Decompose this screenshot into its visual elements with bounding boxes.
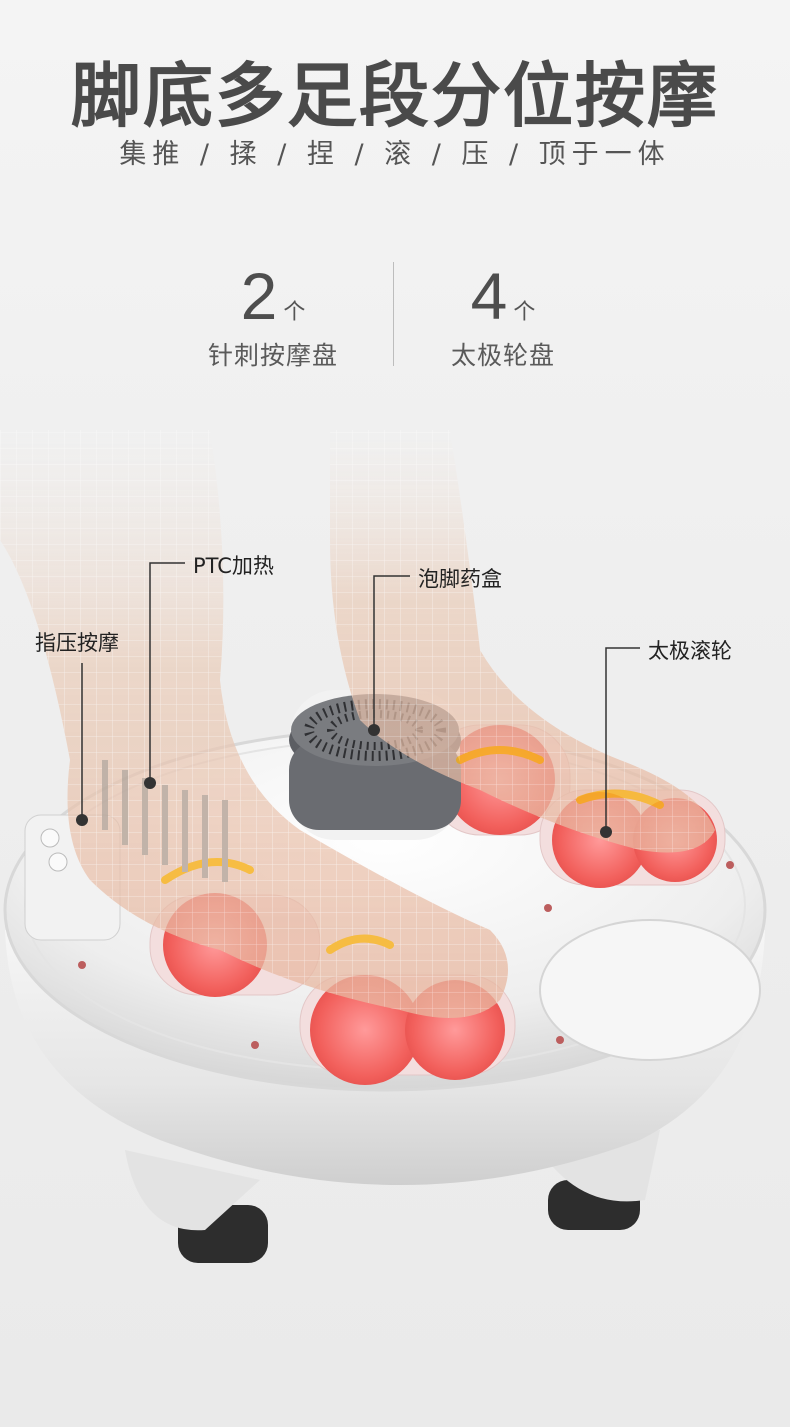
control-button[interactable] xyxy=(40,828,60,848)
stat-label: 太极轮盘 xyxy=(450,341,555,370)
stat-divider xyxy=(393,262,394,366)
callout-herb-box: 泡脚药盒 xyxy=(418,567,502,591)
callout-markers xyxy=(76,724,612,838)
page-subtitle: 集推 / 揉 / 捏 / 滚 / 压 / 顶于一体 xyxy=(119,139,671,170)
stat-number: 2 xyxy=(240,259,278,333)
plate-holes xyxy=(78,861,734,1049)
callout-acupressure: 指压按摩 xyxy=(35,631,119,655)
stat-unit: 个 xyxy=(283,300,306,325)
callout-taiji-roller: 太极滚轮 xyxy=(648,639,732,663)
callout-ptc-heating: PTC加热 xyxy=(193,554,274,578)
stat-unit: 个 xyxy=(513,300,536,325)
feet-overlay xyxy=(0,430,715,1018)
callout-lines xyxy=(81,562,640,832)
control-button[interactable] xyxy=(48,852,68,872)
stat-number: 4 xyxy=(470,259,508,333)
page-title: 脚底多足段分位按摩 xyxy=(71,55,719,137)
stat-label: 针刺按摩盘 xyxy=(207,341,338,370)
